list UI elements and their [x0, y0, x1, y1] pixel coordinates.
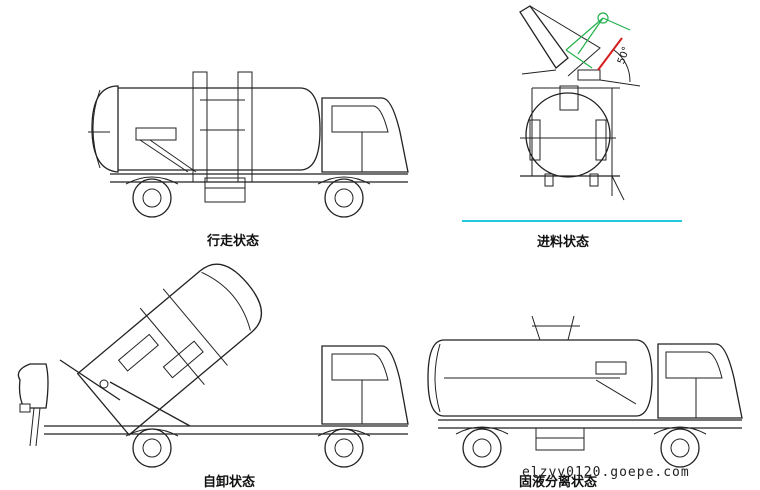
driving-state-view [88, 71, 409, 218]
front-wheel [324, 428, 364, 468]
tank-body [118, 87, 321, 171]
cab [321, 345, 409, 425]
rear-cover [91, 85, 119, 173]
front-wheel [324, 178, 364, 218]
red-cylinder [597, 37, 623, 71]
tank-body [427, 339, 653, 417]
label-separation-state: 固液分离状态 [519, 475, 598, 490]
tilted-bin [519, 5, 569, 69]
cab-window [331, 105, 389, 133]
rear-wheel [132, 428, 172, 468]
rear-wheel [462, 428, 502, 468]
green-arm [565, 12, 631, 69]
front-wheel [660, 428, 700, 468]
dumping-state-view [17, 263, 409, 468]
tank-section [525, 92, 611, 178]
loading-state-view [462, 5, 682, 222]
separation-state-view [427, 315, 743, 468]
cab [321, 97, 409, 173]
rear-cover-open [17, 363, 49, 409]
cab [657, 343, 743, 419]
tilted-tank [76, 263, 262, 436]
label-driving-state: 行走状态 [207, 234, 260, 249]
label-dumping-state: 自卸状态 [203, 475, 256, 490]
watermark-text: elzyy0120.goepe.com [522, 465, 690, 480]
label-loading-state: 进料状态 [537, 235, 590, 250]
rear-wheel [132, 178, 172, 218]
